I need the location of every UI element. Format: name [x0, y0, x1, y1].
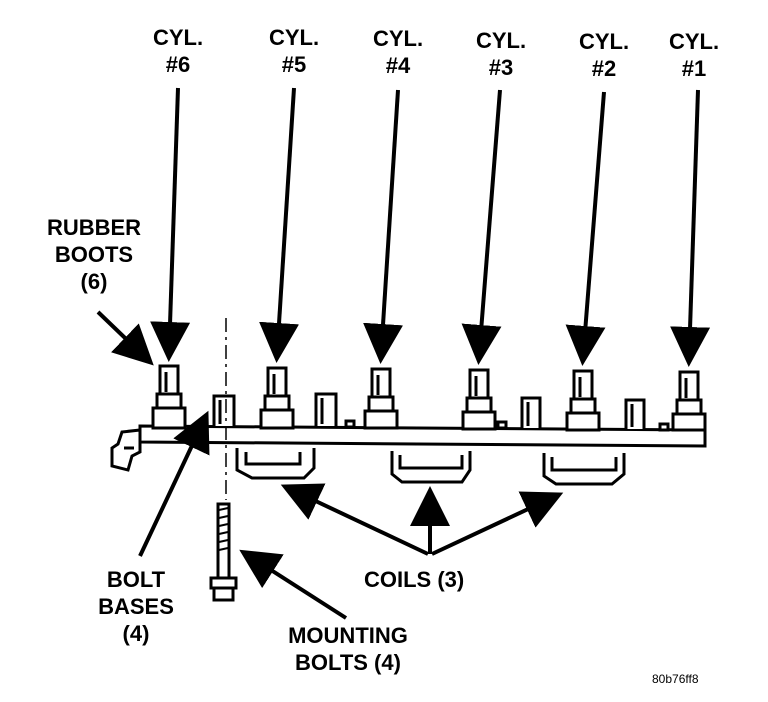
coil-packs — [235, 448, 626, 486]
boot-cyl-4 — [363, 367, 399, 430]
arrow-cyl-2 — [565, 91, 606, 366]
label-bolt-bases: BOLT BASES (4) — [98, 567, 174, 646]
arrow-cyl-1 — [670, 89, 711, 367]
label-cyl-3: CYL.#3 — [475, 28, 527, 80]
label-rubber-boots: RUBBER BOOTS (6) — [46, 215, 142, 294]
boot-cyl-5 — [259, 366, 295, 430]
arrow-coil-1 — [280, 483, 429, 556]
arrow-cyl-4 — [363, 89, 404, 364]
arrow-bolt-bases — [138, 410, 210, 557]
arrow-cyl-3 — [461, 89, 502, 365]
label-cyl-5: CYL.#5 — [268, 25, 320, 77]
arrow-cyl-6 — [150, 87, 191, 362]
figure-code: 80b76ff8 — [652, 672, 699, 686]
label-cyl-6: CYL.#6 — [152, 25, 204, 77]
mounting-bolt — [209, 502, 238, 602]
boot-cyl-3 — [461, 368, 497, 431]
rubber-boots — [151, 364, 707, 432]
boot-cyl-1 — [671, 370, 707, 432]
arrow-mounting-bolts — [239, 549, 348, 620]
boot-cyl-6 — [151, 364, 187, 430]
label-coils: COILS (3) — [364, 567, 465, 592]
boot-cyl-2 — [565, 369, 601, 432]
coil-rail — [110, 419, 707, 472]
label-cyl-4: CYL.#4 — [372, 26, 424, 78]
leader-arrows — [96, 87, 711, 620]
label-cyl-2: CYL.#2 — [578, 29, 630, 81]
bolt-bases — [212, 392, 646, 429]
arrow-rubber-boots — [96, 310, 154, 366]
arrow-cyl-5 — [259, 87, 299, 363]
label-cyl-1: CYL.#1 — [668, 29, 720, 81]
label-mounting-bolts: MOUNTING BOLTS (4) — [288, 623, 408, 675]
arrow-coil-3 — [431, 491, 564, 556]
